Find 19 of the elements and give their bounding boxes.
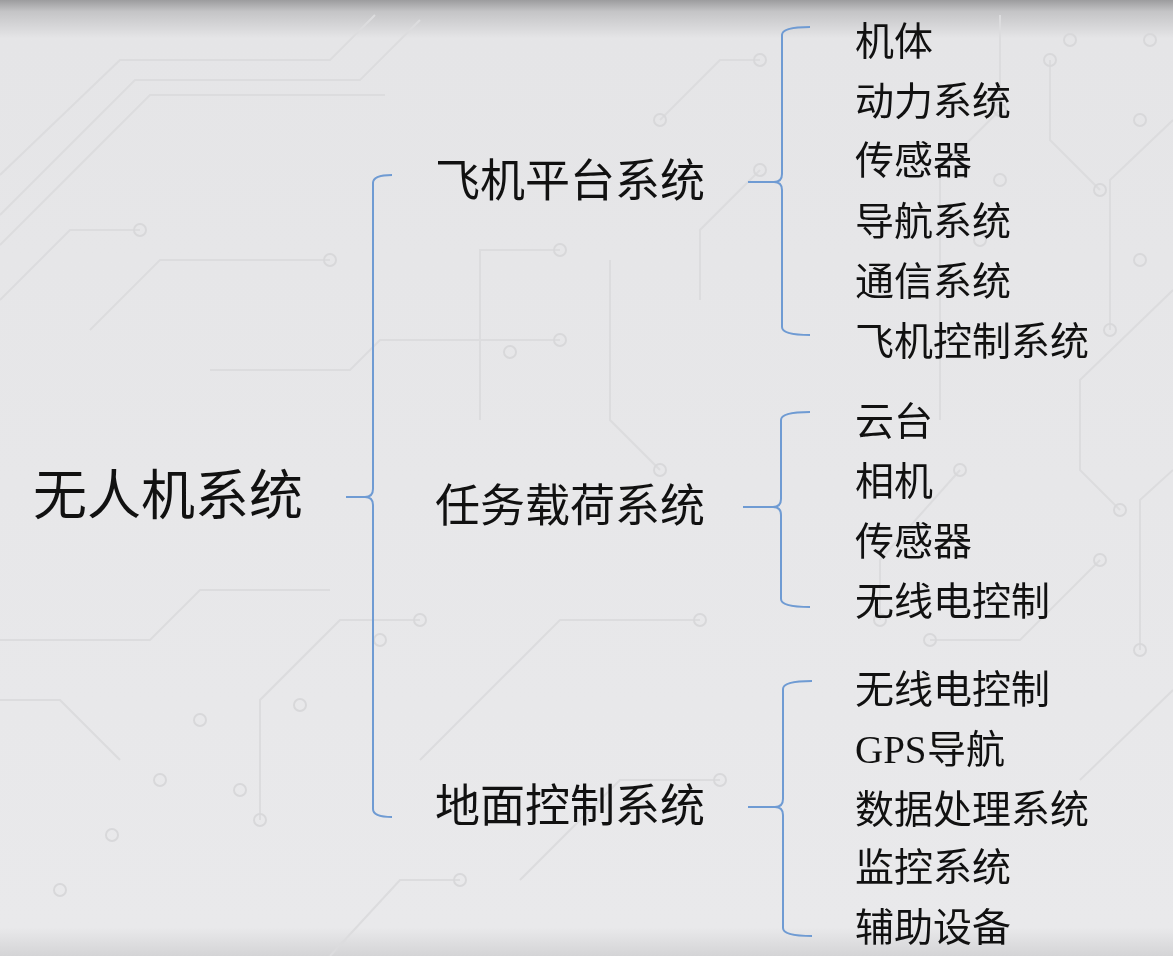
component-term: 传感器: [855, 139, 972, 183]
component-term: 无线电控制: [855, 580, 1050, 624]
component-term: GPS导航: [855, 728, 1005, 772]
component-term: 动力系统: [855, 80, 1011, 124]
component-term: 导航系统: [855, 200, 1011, 244]
component-term: 数据处理系统: [855, 788, 1089, 832]
component-term: 云台: [855, 400, 933, 444]
component-term: 无线电控制: [855, 668, 1050, 712]
subsystem-term: 地面控制系统: [435, 782, 705, 833]
component-term: 辅助设备: [855, 906, 1011, 950]
subsystem-term: 飞机平台系统: [435, 157, 705, 208]
component-term: 监控系统: [855, 846, 1011, 890]
system-term: 无人机系统: [33, 467, 303, 528]
component-term: 飞机控制系统: [855, 320, 1089, 364]
component-term: 通信系统: [855, 260, 1011, 304]
component-term: 机体: [855, 20, 933, 64]
subsystem-term: 任务载荷系统: [435, 482, 705, 533]
component-term: 传感器: [855, 520, 972, 564]
component-term: 相机: [855, 460, 933, 504]
